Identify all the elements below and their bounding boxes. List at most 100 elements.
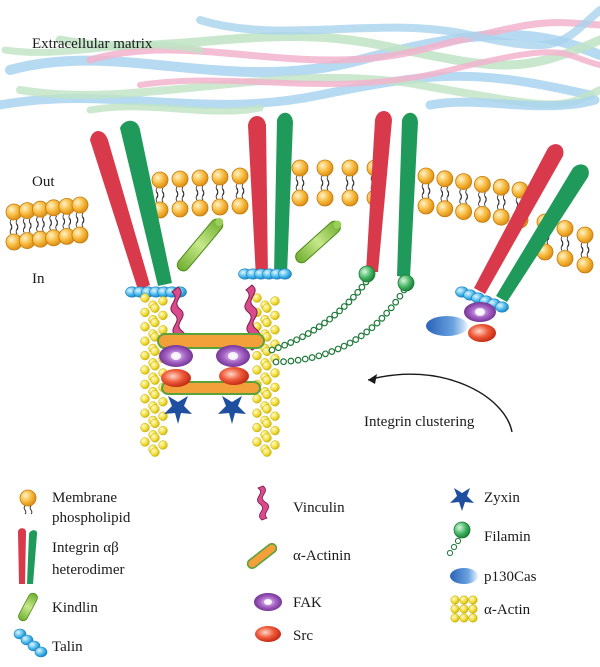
filamin-link [352, 336, 360, 343]
actin-bead [150, 447, 160, 457]
actin-bead [150, 317, 160, 328]
filamin-link [383, 309, 391, 317]
filamin-link [387, 304, 395, 312]
lipid-head [316, 189, 334, 207]
actinin-rod-icon [246, 543, 278, 569]
lipid-tail [320, 175, 330, 187]
actin-bead [140, 379, 150, 390]
filamin-link [308, 354, 316, 361]
lipid-head [473, 205, 491, 223]
lipid-tail [49, 219, 58, 231]
lipid-tail [195, 185, 205, 197]
integrin-beta-2 [274, 112, 293, 275]
actin-bead [158, 440, 168, 450]
actin-bead [158, 411, 168, 421]
actin-bead [270, 368, 280, 378]
legend-talin-label: Talin [52, 639, 83, 655]
filamin-link [304, 330, 312, 337]
actin-bead [262, 389, 272, 400]
legend-vinculin-label: Vinculin [293, 500, 345, 516]
integrin-beta-3 [397, 112, 418, 278]
lipid-head [291, 189, 309, 207]
actin-bead [270, 296, 280, 306]
lipid-head [436, 170, 454, 188]
lipid-tail [235, 183, 245, 195]
lipid-tail [9, 223, 19, 235]
integrin-alpha-3 [366, 111, 392, 272]
lipid-tail [49, 215, 58, 227]
lipid-tail [421, 187, 431, 199]
actin-bead [150, 418, 160, 429]
lipid-head [341, 189, 359, 207]
lipid-tail [345, 179, 355, 191]
lipid-head [417, 197, 435, 215]
src-proteins [161, 324, 496, 387]
filamin-link [358, 283, 366, 291]
actin-bead [252, 437, 262, 447]
actin-bead [140, 336, 150, 346]
zyxin-star-icon [450, 488, 474, 511]
talin-beads-icon [13, 628, 48, 658]
filamin-link [340, 303, 348, 310]
integrin-beta-1 [120, 120, 172, 286]
lipid-tail [421, 183, 431, 195]
lipid-tail [560, 236, 570, 247]
actin-filaments [140, 293, 280, 457]
actin-bead [262, 447, 272, 457]
lipid-tail [9, 219, 19, 231]
filamin-link [287, 339, 295, 346]
lipid-tail [320, 179, 330, 191]
lipid-head [473, 175, 491, 193]
filamin-link [378, 314, 386, 322]
actin-bead [140, 437, 150, 447]
legend-integrin-label: Integrin αβ heterodimer [52, 540, 124, 578]
actin-bead [262, 303, 272, 313]
actin-bead [270, 382, 280, 393]
actin-bead [150, 389, 160, 400]
lipid-tail [235, 187, 245, 199]
filamin-link [392, 298, 400, 306]
talin-chains [125, 268, 509, 313]
lipid-tail [62, 218, 72, 229]
actin-bead [270, 440, 280, 450]
alpha-actinin-bars [157, 333, 265, 395]
filamin-link [363, 328, 371, 336]
lipid-tail [75, 212, 85, 224]
filamin-link [345, 298, 353, 306]
filamin-chains [268, 265, 415, 366]
lipid-head [492, 208, 510, 226]
lipid-head [211, 198, 229, 216]
lipid-tail [62, 214, 72, 225]
actin-bead [270, 310, 280, 321]
filamin-link [321, 319, 328, 327]
legend: Membrane phospholipid Integrin αβ hetero… [13, 485, 537, 658]
actin-bead [262, 404, 272, 414]
lipid-tail [345, 175, 355, 187]
lipid-tail [215, 188, 225, 200]
legend-filamin-label: Filamin [484, 529, 531, 545]
lipid-tail [580, 242, 590, 254]
actin-cluster-icon [450, 595, 478, 623]
lipid-tail [459, 193, 468, 204]
filamin-link [334, 345, 342, 353]
actin-bead [252, 408, 262, 418]
integrin-clustering-arrow [367, 373, 513, 433]
filamin-link [340, 342, 348, 350]
talin-bead [495, 301, 509, 313]
filamin-link [287, 357, 295, 365]
lipid-tail [215, 184, 225, 196]
lipid-head [231, 167, 249, 185]
actin-bead [158, 397, 168, 407]
filamin-link [294, 356, 302, 364]
filamin-chain-icon [446, 521, 471, 557]
actin-bead [158, 296, 168, 306]
lipid-head [556, 250, 574, 267]
kindlin-rods [176, 218, 342, 272]
filamin-link [354, 288, 362, 296]
filamin-link [315, 323, 323, 331]
actin-bead [270, 425, 280, 436]
actin-bead [262, 375, 272, 385]
lipid-head [455, 173, 473, 191]
filamin-head [358, 265, 376, 283]
